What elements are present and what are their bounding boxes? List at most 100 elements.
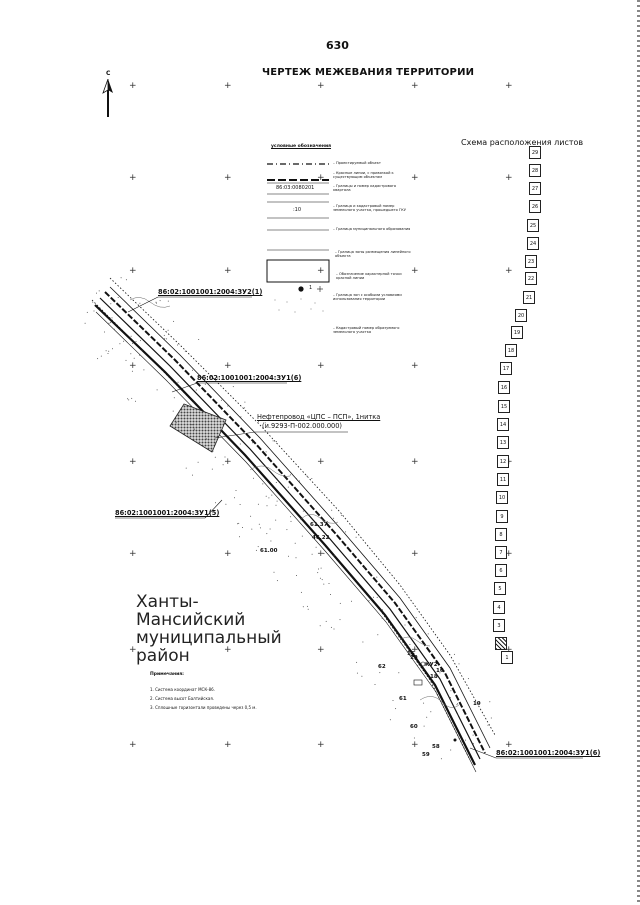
- map-point-number: 18: [430, 674, 438, 680]
- grid-cross: +: [224, 81, 232, 91]
- scheme-sheet-18: 18: [505, 344, 517, 357]
- legend-item-6: – Граница зоны размещения линейного объе…: [335, 250, 411, 259]
- scheme-sheet-22: 22: [525, 272, 537, 285]
- north-label: С: [106, 70, 111, 77]
- grid-cross: +: [129, 266, 137, 276]
- grid-cross: +: [129, 549, 137, 559]
- grid-cross: +: [411, 361, 419, 371]
- scheme-sheet-15: 15: [498, 400, 510, 413]
- scheme-sheet-5: 5: [494, 582, 506, 595]
- grid-cross: +: [224, 457, 232, 467]
- notes-heading: Примечания:: [150, 672, 184, 677]
- scheme-sheet-11: 11: [497, 473, 509, 486]
- map-point-number: 61: [399, 696, 407, 702]
- legend-heading: условные обозначения: [271, 144, 332, 149]
- district-label: Ханты-Мансийский муниципальный район: [136, 592, 282, 666]
- scheme-sheet-2: [495, 637, 507, 650]
- grid-cross: +: [505, 740, 513, 750]
- scheme-sheet-8: 8: [495, 528, 507, 541]
- cadastral-label-zu2-1: 86:02:1001001:2004:ЗУ2(1): [158, 288, 263, 296]
- grid-cross: +: [224, 740, 232, 750]
- scheme-sheet-4: 4: [493, 601, 505, 614]
- map-point-number: 62: [378, 664, 386, 670]
- scheme-sheet-17: 17: [500, 362, 512, 375]
- map-point-number: 60: [410, 724, 418, 730]
- cadastral-label-zu1-6-bottom: 86:02:1001001:2004:ЗУ1(6): [496, 749, 601, 757]
- legend-item-1: – Проектируемый объект: [333, 161, 382, 165]
- grid-cross: +: [411, 645, 419, 655]
- scheme-sheet-7: 7: [495, 546, 507, 559]
- grid-cross: +: [411, 266, 419, 276]
- grid-cross: +: [317, 81, 325, 91]
- grid-cross: +: [505, 645, 513, 655]
- grid-cross: +: [224, 266, 232, 276]
- legend-symbols: [266, 163, 330, 313]
- scheme-sheet-26: 26: [529, 200, 541, 213]
- grid-cross: +: [129, 740, 137, 750]
- map-point-number: 61.37: [310, 522, 328, 528]
- pipeline-code: (и.9293-П-002.000.000): [262, 422, 342, 430]
- grid-cross: +: [317, 740, 325, 750]
- note-3: 3. Сплошные горизонтали проведены через …: [150, 705, 257, 710]
- scheme-sheet-25: 25: [527, 219, 539, 232]
- map-point-number: 58: [432, 744, 440, 750]
- grid-cross: +: [224, 549, 232, 559]
- grid-cross: +: [129, 645, 137, 655]
- scheme-sheet-6: 6: [495, 564, 507, 577]
- legend-sample-point-label: 1: [309, 285, 313, 291]
- scheme-sheet-19: 19: [511, 326, 523, 339]
- scheme-sheet-12: 12: [497, 455, 509, 468]
- grid-cross: +: [411, 549, 419, 559]
- scheme-sheet-21: 21: [523, 291, 535, 304]
- pipeline-label: Нефтепровод «ЦПС – ПСП», 1нитка: [257, 413, 381, 421]
- grid-cross: +: [129, 81, 137, 91]
- grid-cross: +: [411, 81, 419, 91]
- page-number: 630: [326, 39, 349, 52]
- legend-item-2: – Красные линии, с привязкой к существую…: [333, 171, 394, 180]
- legend-item-4: – Граница и кадастровый номер земельного…: [333, 204, 406, 213]
- grid-cross: +: [317, 549, 325, 559]
- map-point-number: 19: [410, 655, 418, 661]
- poi-label: КУ2: [425, 662, 438, 668]
- legend-item-5: – Граница муниципального образования: [333, 227, 411, 231]
- map-point-number: 16: [407, 651, 415, 657]
- scheme-sheet-27: 27: [529, 182, 541, 195]
- grid-cross: +: [129, 361, 137, 371]
- scheme-sheet-1: 1: [501, 651, 513, 664]
- grid-cross: +: [317, 173, 325, 183]
- scheme-sheet-28: 28: [529, 164, 541, 177]
- grid-cross: +: [224, 173, 232, 183]
- scheme-sheet-16: 16: [498, 381, 510, 394]
- grid-cross: +: [317, 266, 325, 276]
- scheme-sheet-9: 9: [496, 510, 508, 523]
- grid-cross: +: [411, 740, 419, 750]
- grid-cross: +: [411, 173, 419, 183]
- scheme-sheet-29: 29: [529, 146, 541, 159]
- page-title: ЧЕРТЕЖ МЕЖЕВАНИЯ ТЕРРИТОРИИ: [262, 67, 475, 78]
- map-point-number: 59: [422, 752, 430, 758]
- grid-cross: +: [317, 361, 325, 371]
- cadastral-label-zu1-5: 86:02:1001001:2004:ЗУ1(5): [115, 509, 220, 517]
- legend-sample-cadastral-number: 86:03:0080201: [276, 185, 315, 191]
- grid-cross: +: [317, 457, 325, 467]
- scheme-sheet-3: 3: [493, 619, 505, 632]
- scheme-sheet-14: 14: [497, 418, 509, 431]
- grid-cross: +: [505, 81, 513, 91]
- scheme-sheet-13: 13: [497, 436, 509, 449]
- grid-cross: +: [317, 645, 325, 655]
- north-arrow-icon: [102, 79, 113, 117]
- legend-item-7: – Обозначение характерной точки красной …: [336, 272, 402, 281]
- grid-cross: +: [505, 173, 513, 183]
- map-point-number: 19: [473, 701, 481, 707]
- map-point-number: 46.22: [312, 535, 330, 541]
- grid-cross: +: [129, 457, 137, 467]
- map-point-number: 16: [436, 668, 444, 674]
- grid-cross: +: [224, 361, 232, 371]
- scheme-sheet-24: 24: [527, 237, 539, 250]
- grid-cross: +: [505, 549, 513, 559]
- cadastral-label-zu1-6: 86:02:1001001:2004:ЗУ1(6): [197, 374, 302, 382]
- grid-cross: +: [411, 457, 419, 467]
- legend-item-9: – Кадастровый номер образуемого земельно…: [333, 326, 400, 335]
